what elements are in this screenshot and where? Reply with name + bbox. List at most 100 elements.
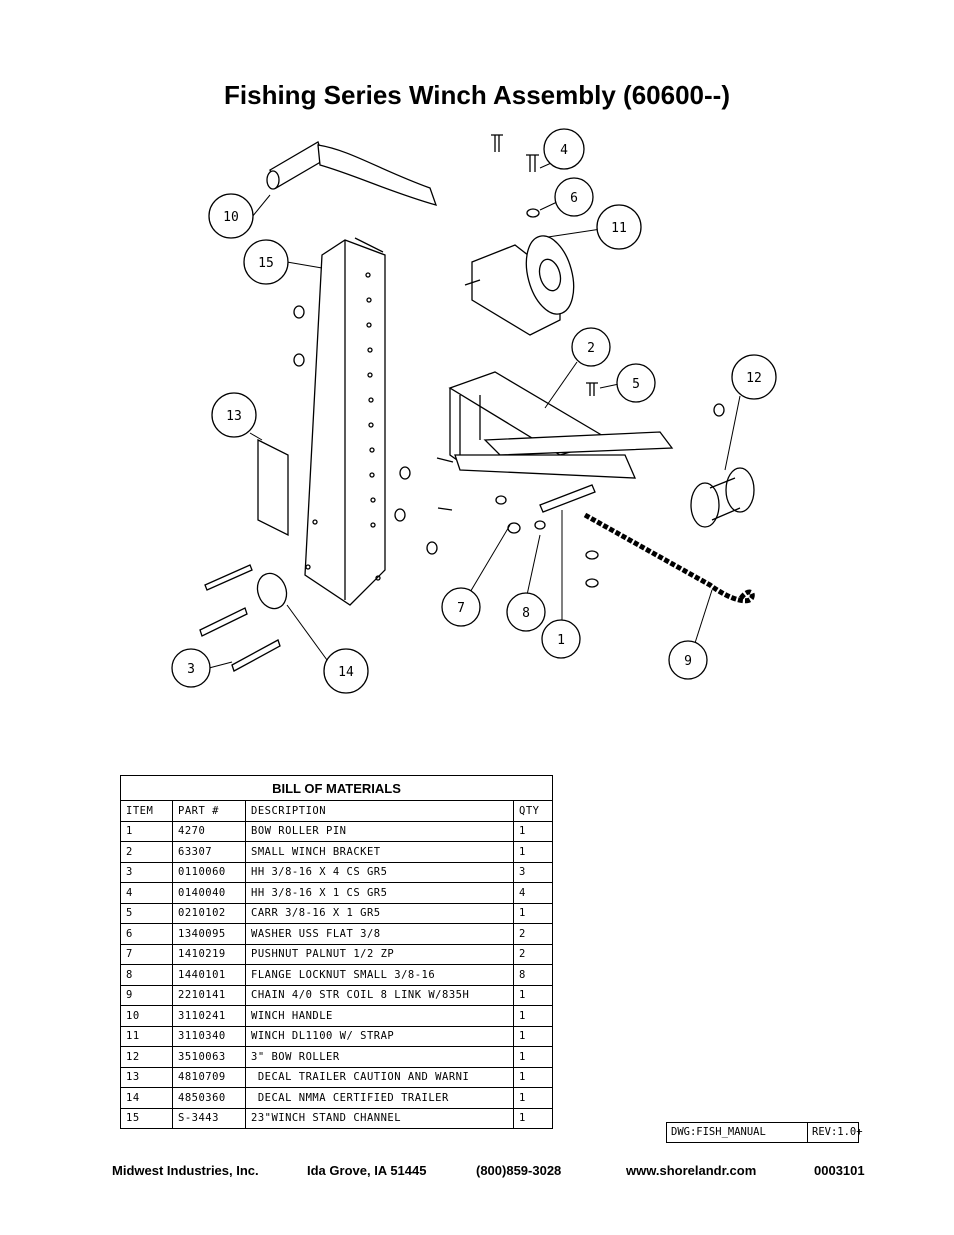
bom-description-cell: WINCH HANDLE bbox=[245, 1005, 514, 1027]
bom-description-cell: PUSHNUT PALNUT 1/2 ZP bbox=[245, 943, 514, 965]
bom-qty-cell: 1 bbox=[513, 1107, 553, 1129]
callout-label: 2 bbox=[587, 341, 595, 356]
bom-part-cell: 3110241 bbox=[172, 1005, 246, 1027]
bom-description-cell: 23"WINCH STAND CHANNEL bbox=[245, 1107, 514, 1129]
bom-item-cell: 7 bbox=[120, 943, 173, 965]
footer-phone: (800)859-3028 bbox=[476, 1163, 562, 1178]
footer-code: 0003101 bbox=[814, 1163, 865, 1178]
bom-qty-cell: 2 bbox=[513, 923, 553, 945]
bom-part-cell: 2210141 bbox=[172, 984, 246, 1006]
bom-qty-cell: 1 bbox=[513, 1025, 553, 1047]
callout-label: 14 bbox=[338, 665, 354, 680]
exploded-assembly-drawing: 4 6 11 10 15 2 5 12 13 7 8 1 9 3 14 bbox=[171, 128, 777, 694]
bom-item-cell: 13 bbox=[120, 1066, 173, 1088]
callout-label: 11 bbox=[611, 221, 627, 236]
bom-qty-cell: 1 bbox=[513, 984, 553, 1006]
bom-part-cell: 4850360 bbox=[172, 1087, 246, 1109]
bom-description-cell: SMALL WINCH BRACKET bbox=[245, 841, 514, 863]
callout-label: 7 bbox=[457, 601, 465, 616]
callout-14: 14 bbox=[323, 648, 369, 694]
bom-description-cell: DECAL TRAILER CAUTION AND WARNI bbox=[245, 1066, 514, 1088]
callout-label: 15 bbox=[258, 256, 274, 271]
callout-12: 12 bbox=[731, 354, 777, 400]
bom-description-cell: BOW ROLLER PIN bbox=[245, 820, 514, 842]
bom-qty-cell: 8 bbox=[513, 964, 553, 986]
drawing-info-block: DWG:FISH_MANUAL REV:1.0+ bbox=[666, 1122, 863, 1143]
callout-label: 13 bbox=[226, 409, 242, 424]
callout-6: 6 bbox=[554, 177, 594, 217]
callout-label: 10 bbox=[223, 210, 239, 225]
bom-item-cell: 15 bbox=[120, 1107, 173, 1129]
bom-description-cell: WINCH DL1100 W/ STRAP bbox=[245, 1025, 514, 1047]
callout-label: 5 bbox=[632, 377, 640, 392]
bom-part-cell: 4810709 bbox=[172, 1066, 246, 1088]
decal-nmma-part bbox=[256, 572, 288, 610]
winch-stand-channel-part bbox=[304, 237, 386, 606]
bom-description-cell: CHAIN 4/0 STR COIL 8 LINK W/835H bbox=[245, 984, 514, 1006]
chain-part bbox=[583, 512, 755, 604]
bom-item-cell: 1 bbox=[120, 820, 173, 842]
bom-part-cell: 1410219 bbox=[172, 943, 246, 965]
leader-lines bbox=[208, 159, 741, 669]
bill-of-materials-table: BILL OF MATERIALS ITEM PART # DESCRIPTIO… bbox=[120, 775, 553, 1129]
revision: REV:1.0+ bbox=[812, 1126, 863, 1138]
footer-company: Midwest Industries, Inc. bbox=[112, 1163, 259, 1178]
callout-8: 8 bbox=[506, 592, 546, 632]
bom-item-cell: 6 bbox=[120, 923, 173, 945]
callout-9: 9 bbox=[668, 640, 708, 680]
bom-item-cell: 10 bbox=[120, 1005, 173, 1027]
winch-part bbox=[464, 235, 575, 336]
bom-part-cell: 0110060 bbox=[172, 861, 246, 883]
bom-item-cell: 14 bbox=[120, 1087, 173, 1109]
bom-item-cell: 4 bbox=[120, 882, 173, 904]
bom-header-part: PART # bbox=[172, 800, 246, 822]
bom-qty-cell: 1 bbox=[513, 820, 553, 842]
footer-website[interactable]: www.shorelandr.com bbox=[626, 1163, 757, 1178]
bom-item-cell: 11 bbox=[120, 1025, 173, 1047]
bom-description-cell: CARR 3/8-16 X 1 GR5 bbox=[245, 902, 514, 924]
bom-part-cell: 3110340 bbox=[172, 1025, 246, 1047]
bom-title: BILL OF MATERIALS bbox=[120, 775, 553, 801]
bom-description-cell: HH 3/8-16 X 1 CS GR5 bbox=[245, 882, 514, 904]
bow-roller-part bbox=[690, 467, 755, 528]
bom-header-description: DESCRIPTION bbox=[245, 800, 514, 822]
callout-15: 15 bbox=[243, 239, 289, 285]
bom-description-cell: WASHER USS FLAT 3/8 bbox=[245, 923, 514, 945]
bom-part-cell: 3510063 bbox=[172, 1046, 246, 1068]
bom-qty-cell: 1 bbox=[513, 1046, 553, 1068]
callout-5: 5 bbox=[616, 363, 656, 403]
callout-label: 4 bbox=[560, 143, 568, 158]
callout-label: 3 bbox=[187, 662, 195, 677]
bom-qty-cell: 1 bbox=[513, 902, 553, 924]
callout-4: 4 bbox=[543, 128, 585, 170]
bom-description-cell: 3" BOW ROLLER bbox=[245, 1046, 514, 1068]
bom-part-cell: 4270 bbox=[172, 820, 246, 842]
bom-qty-cell: 1 bbox=[513, 1087, 553, 1109]
bom-item-cell: 3 bbox=[120, 861, 173, 883]
decal-caution-part bbox=[257, 438, 289, 537]
bom-description-cell: DECAL NMMA CERTIFIED TRAILER bbox=[245, 1087, 514, 1109]
bom-qty-cell: 3 bbox=[513, 861, 553, 883]
callout-label: 8 bbox=[522, 606, 530, 621]
bom-qty-cell: 1 bbox=[513, 841, 553, 863]
bom-part-cell: S-3443 bbox=[172, 1107, 246, 1129]
page-title: Fishing Series Winch Assembly (60600--) bbox=[224, 80, 730, 110]
footer-location: Ida Grove, IA 51445 bbox=[307, 1163, 427, 1178]
callout-11: 11 bbox=[596, 204, 642, 250]
winch-handle-part bbox=[266, 141, 438, 206]
callout-13: 13 bbox=[211, 392, 257, 438]
bom-header-item: ITEM bbox=[120, 800, 173, 822]
